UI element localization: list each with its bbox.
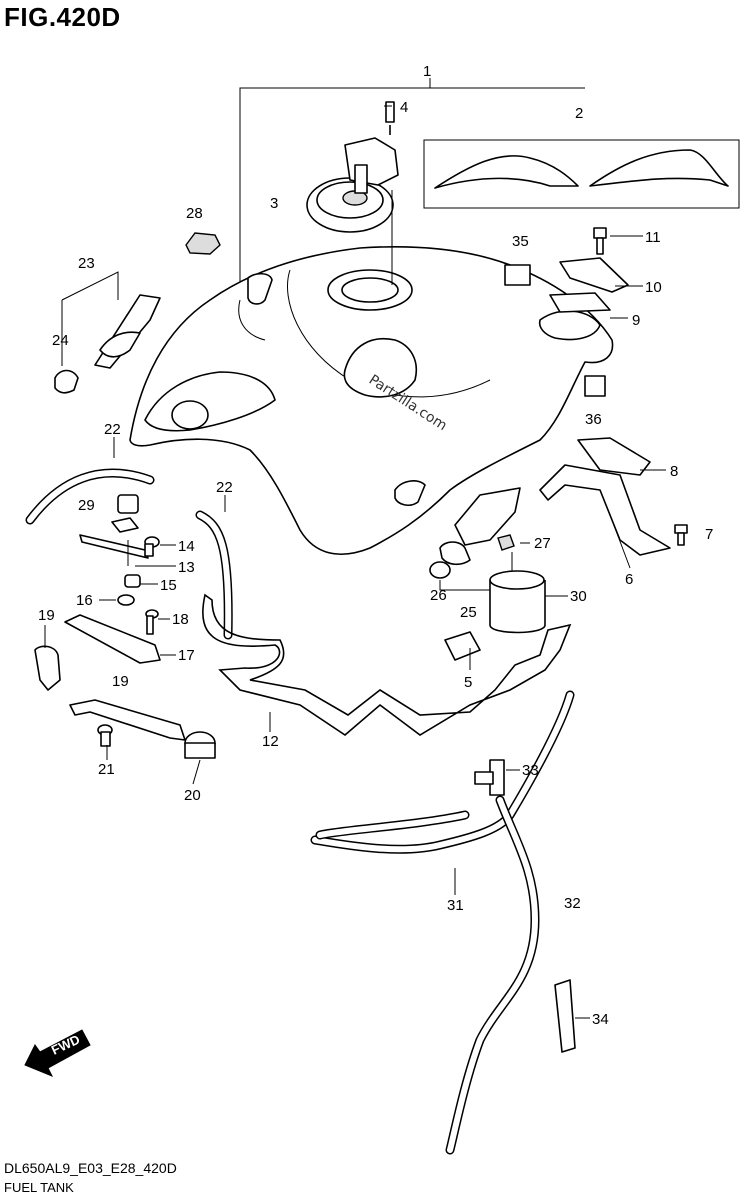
model-code: DL650AL9_E03_E28_420D bbox=[4, 1160, 177, 1176]
callout-12: 12 bbox=[262, 733, 279, 750]
fuel-cap-assembly[interactable] bbox=[306, 101, 399, 233]
callout-21: 21 bbox=[98, 761, 115, 778]
fuel-tank[interactable] bbox=[129, 246, 614, 555]
bracket-19[interactable] bbox=[69, 699, 186, 741]
callout-22: 22 bbox=[104, 421, 121, 438]
grommet-26[interactable] bbox=[429, 561, 451, 579]
callout-15: 15 bbox=[160, 577, 177, 594]
callout-7: 7 bbox=[705, 526, 713, 543]
bracket-17[interactable] bbox=[64, 614, 161, 664]
plate-10[interactable] bbox=[559, 257, 629, 293]
bolt-7[interactable] bbox=[674, 524, 688, 546]
callout-27: 27 bbox=[534, 535, 551, 552]
callout-18: 18 bbox=[172, 611, 189, 628]
callout-34: 34 bbox=[592, 1011, 609, 1028]
callout-17: 17 bbox=[178, 647, 195, 664]
cushion-20[interactable] bbox=[184, 731, 216, 759]
callout-25: 25 bbox=[460, 604, 477, 621]
rubber-cushion-28[interactable] bbox=[185, 232, 221, 255]
callout-29: 29 bbox=[78, 497, 95, 514]
cushion-29[interactable] bbox=[117, 494, 139, 514]
bolt-14[interactable] bbox=[144, 536, 160, 557]
plate-13[interactable] bbox=[79, 534, 149, 559]
t-joint-33[interactable] bbox=[474, 759, 505, 796]
callout-26: 26 bbox=[430, 587, 447, 604]
bolt-11[interactable] bbox=[593, 227, 607, 255]
cushion-5[interactable] bbox=[444, 631, 481, 661]
callout-8: 8 bbox=[670, 463, 678, 480]
callout-24: 24 bbox=[52, 332, 69, 349]
callout-labels: 1 2 3 4 5 6 7 8 9 10 11 12 13 14 15 16 1… bbox=[38, 63, 713, 1028]
callout-5: 5 bbox=[464, 674, 472, 691]
leader-lines bbox=[44, 105, 666, 1019]
bracket-6[interactable] bbox=[539, 464, 671, 556]
callout-23: 23 bbox=[78, 255, 95, 272]
valve-25[interactable] bbox=[454, 487, 521, 546]
callout-16: 16 bbox=[76, 592, 93, 609]
callout-36: 36 bbox=[585, 411, 602, 428]
bolt-21[interactable] bbox=[97, 724, 113, 747]
forward-arrow: FWD bbox=[24, 1029, 91, 1077]
callout-33: 33 bbox=[522, 762, 539, 779]
callout-10: 10 bbox=[645, 279, 662, 296]
valve-body-26[interactable] bbox=[439, 541, 471, 566]
cushion-36[interactable] bbox=[584, 375, 606, 397]
assembly-name: FUEL TANK bbox=[4, 1180, 74, 1195]
clamp-34[interactable] bbox=[554, 979, 576, 1053]
collar-15[interactable] bbox=[124, 574, 141, 588]
damper-19[interactable] bbox=[34, 645, 61, 691]
callout-13: 13 bbox=[178, 559, 195, 576]
callout-35: 35 bbox=[512, 233, 529, 250]
callout-28: 28 bbox=[186, 205, 203, 222]
callout-6: 6 bbox=[625, 571, 633, 588]
figure-title: FIG.420D bbox=[4, 2, 121, 32]
bracket-9[interactable] bbox=[549, 292, 611, 313]
callout-4: 4 bbox=[400, 99, 408, 116]
callout-31: 31 bbox=[447, 897, 464, 914]
callout-9: 9 bbox=[632, 312, 640, 329]
callout-20: 20 bbox=[184, 787, 201, 804]
washer-13[interactable] bbox=[111, 517, 139, 533]
hose-clamp-23[interactable] bbox=[94, 294, 161, 369]
callout-1: 1 bbox=[423, 63, 431, 80]
callout-19b: 19 bbox=[112, 673, 129, 690]
screw-27[interactable] bbox=[497, 534, 515, 551]
clamp-30[interactable] bbox=[489, 570, 546, 634]
nut-16[interactable] bbox=[117, 594, 135, 606]
callout-19: 19 bbox=[38, 607, 55, 624]
cap-24[interactable] bbox=[54, 369, 79, 394]
callout-11: 11 bbox=[645, 229, 661, 246]
hose-12[interactable] bbox=[202, 593, 572, 737]
callout-32: 32 bbox=[564, 895, 581, 912]
callout-14: 14 bbox=[178, 538, 195, 555]
cushion-8[interactable] bbox=[577, 437, 651, 476]
bolt-18[interactable] bbox=[145, 609, 159, 635]
callout-22b: 22 bbox=[216, 479, 233, 496]
callout-3: 3 bbox=[270, 195, 278, 212]
assembly-bracket-1 bbox=[239, 78, 585, 282]
callout-30: 30 bbox=[570, 588, 587, 605]
cushion-35[interactable] bbox=[504, 264, 531, 286]
tank-decal-set[interactable] bbox=[423, 139, 740, 209]
callout-2: 2 bbox=[575, 105, 583, 122]
